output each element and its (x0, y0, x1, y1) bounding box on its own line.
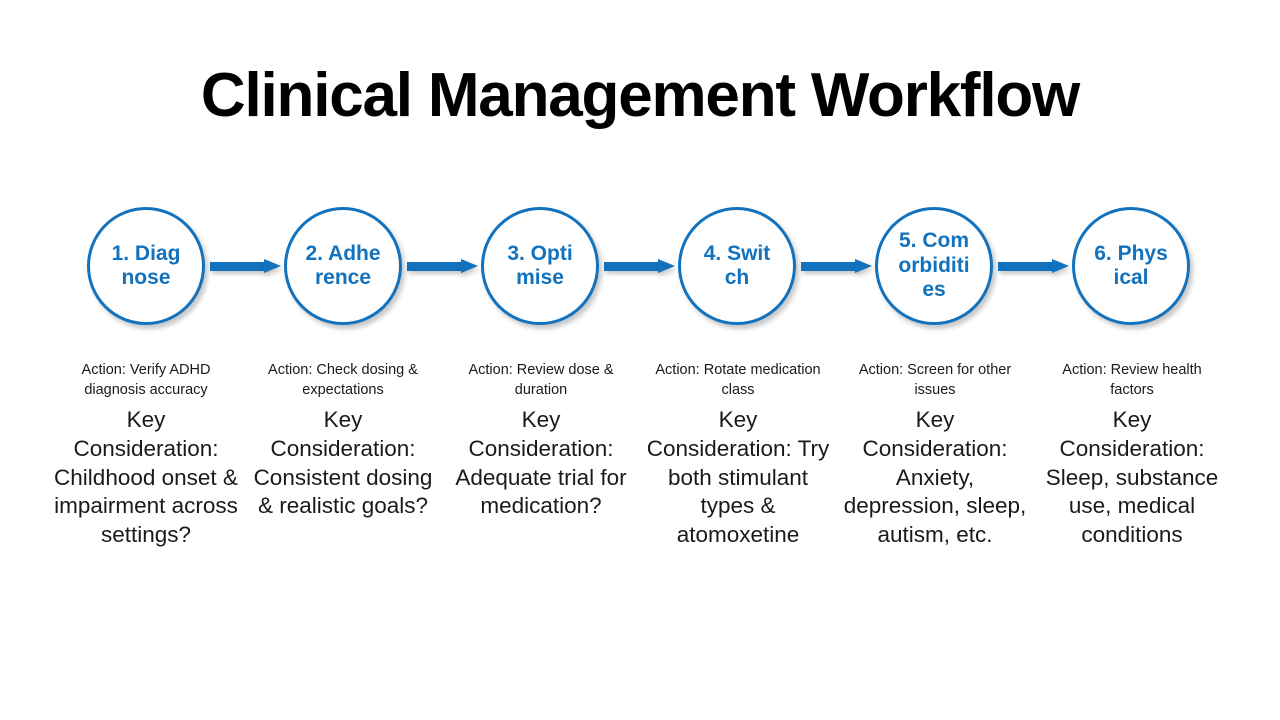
workflow-caption-column-3: Action: Review dose & duration Key Consi… (448, 360, 634, 521)
workflow-step-node-label-1: 1. Diagnose (111, 241, 181, 289)
workflow-step-node-5[interactable]: 5. Comorbidities (875, 207, 993, 325)
arrow-right-icon (210, 259, 282, 273)
workflow-caption-column-1: Action: Verify ADHD diagnosis accuracy K… (53, 360, 239, 550)
page-title: Clinical Management Workflow (200, 61, 1080, 130)
arrow-right-icon (604, 259, 676, 273)
workflow-step-node-label-4: 4. Switch (703, 241, 771, 289)
arrow-right-icon (998, 259, 1070, 273)
workflow-consideration-text-2: Key Consideration: Consistent dosing & r… (253, 407, 433, 519)
arrow-shaft (210, 262, 266, 271)
workflow-step-node-3[interactable]: 3. Optimise (481, 207, 599, 325)
arrow-shaft (604, 262, 660, 271)
arrow-shaft (801, 262, 857, 271)
workflow-captions: Action: Verify ADHD diagnosis accuracy K… (0, 360, 1280, 610)
workflow-consideration-text-3: Key Consideration: Adequate trial for me… (455, 407, 627, 519)
workflow-action-text-6: Action: Review health factors (1062, 362, 1202, 398)
arrow-right-icon (801, 259, 873, 273)
workflow-caption-column-4: Action: Rotate medication class Key Cons… (645, 360, 831, 550)
workflow-consideration-text-1: Key Consideration: Childhood onset & imp… (54, 407, 238, 548)
workflow-step-node-4[interactable]: 4. Switch (678, 207, 796, 325)
workflow-diagram: 1. Diagnose 2. Adherence 3. Optimise 4. … (87, 207, 1193, 327)
arrow-head (855, 259, 872, 273)
workflow-step-node-label-5: 5. Comorbidities (898, 229, 970, 302)
workflow-action-text-5: Action: Screen for other issues (858, 362, 1012, 398)
arrow-head (1052, 259, 1069, 273)
workflow-consideration-text-5: Key Consideration: Anxiety, depression, … (843, 407, 1027, 548)
workflow-step-node-label-3: 3. Optimise (507, 241, 573, 289)
workflow-action-text-4: Action: Rotate medication class (655, 362, 821, 398)
arrow-shaft (998, 262, 1054, 271)
workflow-consideration-text-6: Key Consideration: Sleep, substance use,… (1045, 407, 1219, 548)
workflow-step-node-1[interactable]: 1. Diagnose (87, 207, 205, 325)
workflow-caption-column-5: Action: Screen for other issues Key Cons… (842, 360, 1028, 550)
workflow-step-node-label-6: 6. Physical (1094, 241, 1168, 289)
workflow-consideration-text-4: Key Consideration: Try both stimulant ty… (646, 407, 830, 548)
workflow-action-text-2: Action: Check dosing & expectations (268, 362, 418, 398)
arrow-shaft (407, 262, 463, 271)
workflow-step-node-2[interactable]: 2. Adherence (284, 207, 402, 325)
arrow-head (264, 259, 281, 273)
arrow-right-icon (407, 259, 479, 273)
arrow-head (461, 259, 478, 273)
workflow-action-text-1: Action: Verify ADHD diagnosis accuracy (81, 362, 211, 398)
workflow-caption-column-2: Action: Check dosing & expectations Key … (250, 360, 436, 521)
workflow-step-node-label-2: 2. Adherence (305, 241, 381, 289)
arrow-head (658, 259, 675, 273)
workflow-caption-column-6: Action: Review health factors Key Consid… (1039, 360, 1225, 550)
workflow-step-node-6[interactable]: 6. Physical (1072, 207, 1190, 325)
workflow-action-text-3: Action: Review dose & duration (468, 362, 614, 398)
